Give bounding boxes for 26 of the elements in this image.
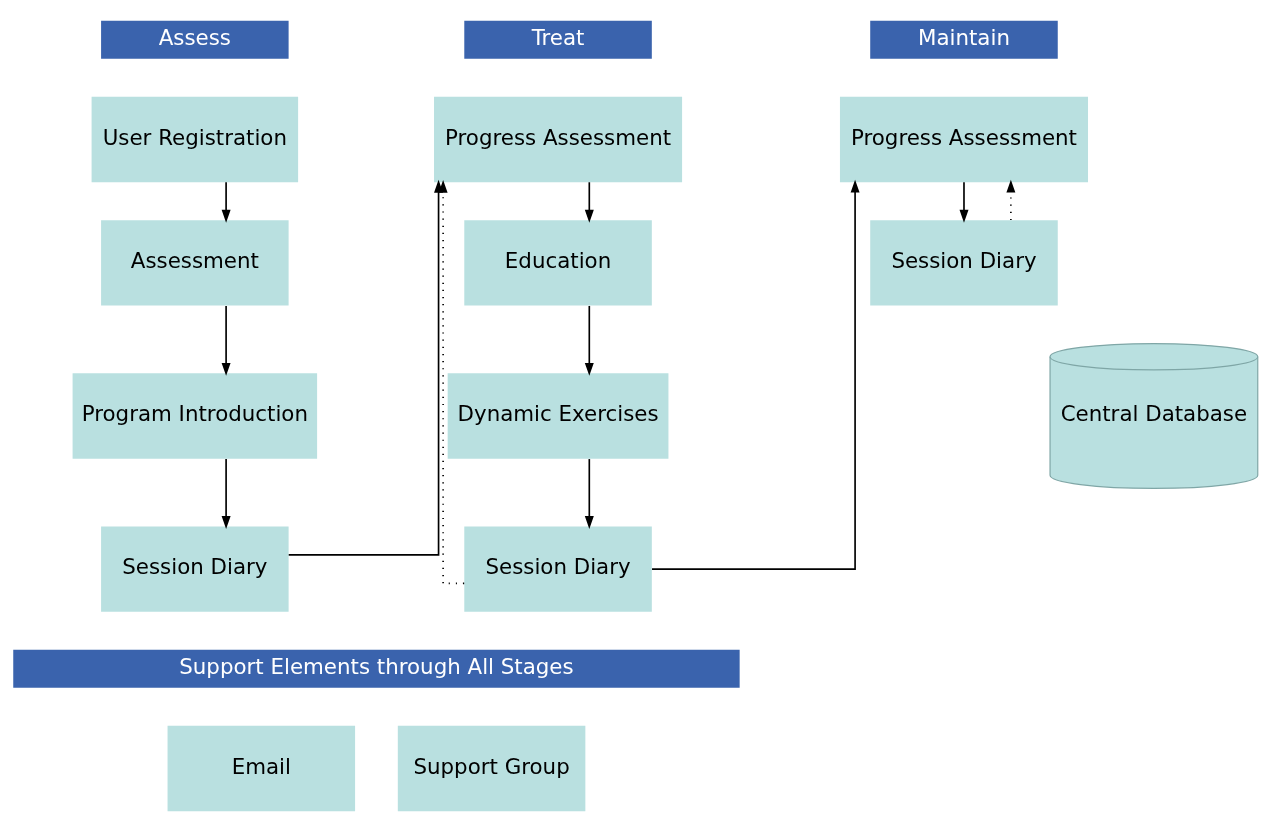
node-box: Program Introduction <box>72 373 318 459</box>
node-box: Assessment <box>101 220 289 306</box>
arrow <box>221 458 231 529</box>
node-box: Progress Assessment <box>839 96 1088 183</box>
node-box: Treat <box>464 20 652 59</box>
arrow <box>651 179 860 570</box>
arrow <box>1006 179 1016 221</box>
arrow <box>584 181 594 223</box>
node-box: Assess <box>101 20 289 59</box>
node-box: Dynamic Exercises <box>447 373 669 459</box>
node-box: Maintain <box>870 20 1058 59</box>
node-box: Support Elements through All Stages <box>13 649 740 688</box>
node-box: Session Diary <box>101 526 289 612</box>
arrow <box>221 305 231 376</box>
arrow <box>438 179 466 585</box>
node-box: Session Diary <box>870 220 1058 306</box>
node-box: Progress Assessment <box>434 96 683 183</box>
node-box: User Registration <box>91 96 299 183</box>
node-box: Support Group <box>397 725 586 812</box>
arrow <box>584 458 594 529</box>
node-box: Education <box>464 220 652 306</box>
node-box: Session Diary <box>464 526 652 612</box>
arrow <box>584 305 594 376</box>
arrow <box>959 181 969 223</box>
arrow <box>221 181 231 223</box>
node-box: Email <box>167 725 356 812</box>
